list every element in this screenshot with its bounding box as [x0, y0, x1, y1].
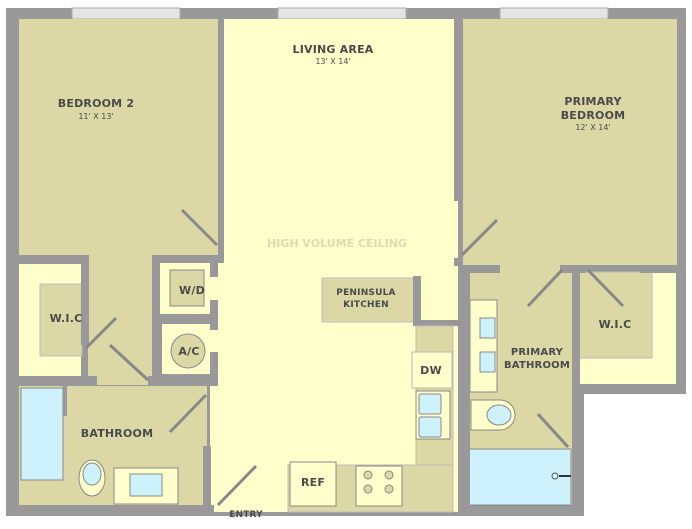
ac-label: A/C: [178, 345, 200, 358]
wall: [218, 19, 224, 195]
wall: [148, 376, 212, 385]
bath-wall-stub: [63, 386, 67, 416]
living-area-dims: 13' X 14': [315, 57, 351, 66]
wic-right-shelf: [577, 271, 653, 359]
shower-drain: [551, 472, 559, 480]
bedroom-2-floor: [19, 19, 218, 255]
wall: [152, 314, 212, 322]
ac-unit: [170, 333, 206, 369]
burner: [363, 470, 373, 480]
door: [526, 268, 564, 308]
wall: [640, 265, 677, 273]
entry-label: ENTRY: [229, 510, 263, 520]
primary-bathroom-label-2: BATHROOM: [503, 360, 571, 371]
shower: [463, 448, 572, 506]
primary-sink: [479, 351, 496, 373]
dishwasher-label: DW: [420, 364, 442, 377]
wall: [462, 265, 500, 273]
primary-bedroom-dims: 12' X 14': [575, 123, 611, 132]
door: [180, 208, 219, 247]
bedroom-2-label: BEDROOM 2: [57, 97, 135, 110]
wall: [572, 265, 580, 385]
bathroom-label: BATHROOM: [80, 427, 154, 440]
wall: [19, 376, 97, 385]
wic-left-shelf: [39, 283, 83, 357]
refrigerator: [289, 461, 337, 507]
primary-vanity: [469, 299, 498, 393]
shower-door: [536, 412, 570, 449]
wall: [454, 258, 463, 266]
burner: [384, 484, 394, 494]
burner: [384, 470, 394, 480]
door: [460, 218, 499, 257]
sink-basin: [418, 416, 442, 438]
wall: [6, 505, 214, 516]
wall: [454, 19, 463, 201]
door: [168, 393, 208, 434]
burner: [363, 484, 373, 494]
toilet-bowl: [82, 462, 102, 486]
shower-valve: [559, 475, 571, 477]
primary-sink: [479, 317, 496, 339]
ceiling-note: HIGH VOLUME CEILING: [267, 237, 407, 250]
refrigerator-label: REF: [300, 476, 326, 489]
bathtub: [20, 387, 64, 481]
wall: [203, 446, 211, 512]
primary-bedroom-label-1: PRIMARY: [564, 95, 622, 108]
bedroom-2-passage: [88, 255, 156, 385]
door: [108, 343, 150, 382]
primary-bedroom-floor: [463, 19, 677, 265]
wall: [81, 255, 89, 345]
wall: [413, 276, 421, 326]
primary-bedroom-label-2: BEDROOM: [560, 109, 626, 122]
wall: [19, 255, 89, 263]
kitchen-label-2: KITCHEN: [343, 300, 389, 310]
wd-unit: [169, 269, 205, 307]
door: [586, 268, 625, 308]
sink-basin: [418, 393, 442, 415]
wall: [460, 265, 470, 512]
door: [84, 316, 118, 350]
bedroom-2-dims: 11' X 13': [78, 112, 114, 121]
living-area-label: LIVING AREA: [292, 43, 374, 56]
window: [277, 7, 407, 20]
wall: [413, 320, 458, 326]
window: [499, 7, 609, 20]
sink: [129, 473, 163, 497]
peninsula-counter: [321, 277, 415, 323]
stove: [355, 465, 403, 507]
window: [71, 7, 181, 20]
wall: [210, 300, 218, 330]
entry-door: [216, 464, 258, 507]
wall: [210, 352, 218, 386]
wd-label: W/D: [179, 284, 205, 297]
primary-toilet-bowl: [486, 404, 512, 426]
primary-bathroom-label-1: PRIMARY: [510, 347, 564, 358]
wic-left-label: W.I.C: [49, 312, 83, 325]
wall: [210, 255, 218, 277]
dishwasher: [411, 351, 453, 389]
wall: [152, 255, 224, 263]
kitchen-label-1: PENINSULA: [336, 288, 396, 298]
wic-right-label: W.I.C: [598, 318, 632, 331]
